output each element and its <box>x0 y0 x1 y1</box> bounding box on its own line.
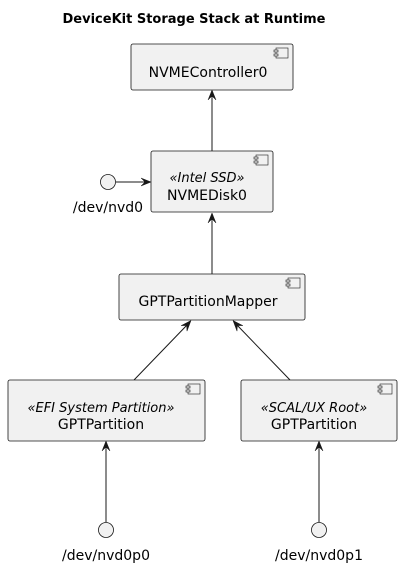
component-name: NVMEDisk0 <box>167 188 247 204</box>
component-name: NVMEController0 <box>149 65 268 81</box>
component-icon <box>185 383 201 395</box>
component-box <box>7 379 206 442</box>
interface-circle <box>98 522 114 538</box>
component-stereotype: «SCAL/UX Root» <box>261 401 367 416</box>
arrowhead-disk-bottom <box>207 212 217 224</box>
arrowhead-mapper-left <box>181 319 192 332</box>
component-gpt-partition-root[interactable]: «SCAL/UX Root» GPTPartition <box>240 379 398 442</box>
component-box <box>150 150 274 213</box>
component-icon <box>273 47 289 59</box>
component-gpt-partition-efi[interactable]: «EFI System Partition» GPTPartition <box>7 379 206 442</box>
interface-label: /dev/nvd0p0 <box>62 548 150 564</box>
component-stereotype: «EFI System Partition» <box>27 401 174 416</box>
interface-nvd0[interactable]: /dev/nvd0 <box>73 174 143 217</box>
component-box <box>240 379 398 442</box>
interface-circle <box>311 522 327 538</box>
component-stereotype: «Intel SSD» <box>169 171 244 186</box>
component-name: GPTPartition <box>58 417 144 433</box>
component-nvme-controller[interactable]: NVMEController0 <box>130 43 294 91</box>
arrowhead-disk-left <box>140 177 152 187</box>
component-box <box>118 273 306 321</box>
diagram-title: DeviceKit Storage Stack at Runtime <box>63 12 326 27</box>
component-icon <box>253 154 269 166</box>
interface-nvd0p0[interactable]: /dev/nvd0p0 <box>62 522 150 565</box>
component-nvme-disk[interactable]: «Intel SSD» NVMEDisk0 <box>150 150 274 213</box>
arrowhead-controller <box>207 89 217 101</box>
component-icon <box>377 383 393 395</box>
interface-nvd0p1[interactable]: /dev/nvd0p1 <box>275 522 363 565</box>
component-gpt-mapper[interactable]: GPTPartitionMapper <box>118 273 306 321</box>
edges <box>101 89 324 522</box>
arrowhead-efi <box>101 440 111 452</box>
edge-root-to-mapper <box>235 323 291 381</box>
component-icon <box>285 277 301 289</box>
component-name: GPTPartition <box>271 417 357 433</box>
component-box <box>130 43 294 91</box>
interface-circle <box>100 174 116 190</box>
interface-label: /dev/nvd0 <box>73 200 143 216</box>
arrowhead-mapper-right <box>232 319 243 332</box>
component-name: GPTPartitionMapper <box>139 294 278 310</box>
edge-efi-to-mapper <box>133 323 189 381</box>
interface-label: /dev/nvd0p1 <box>275 548 363 564</box>
arrowhead-root <box>314 440 324 452</box>
